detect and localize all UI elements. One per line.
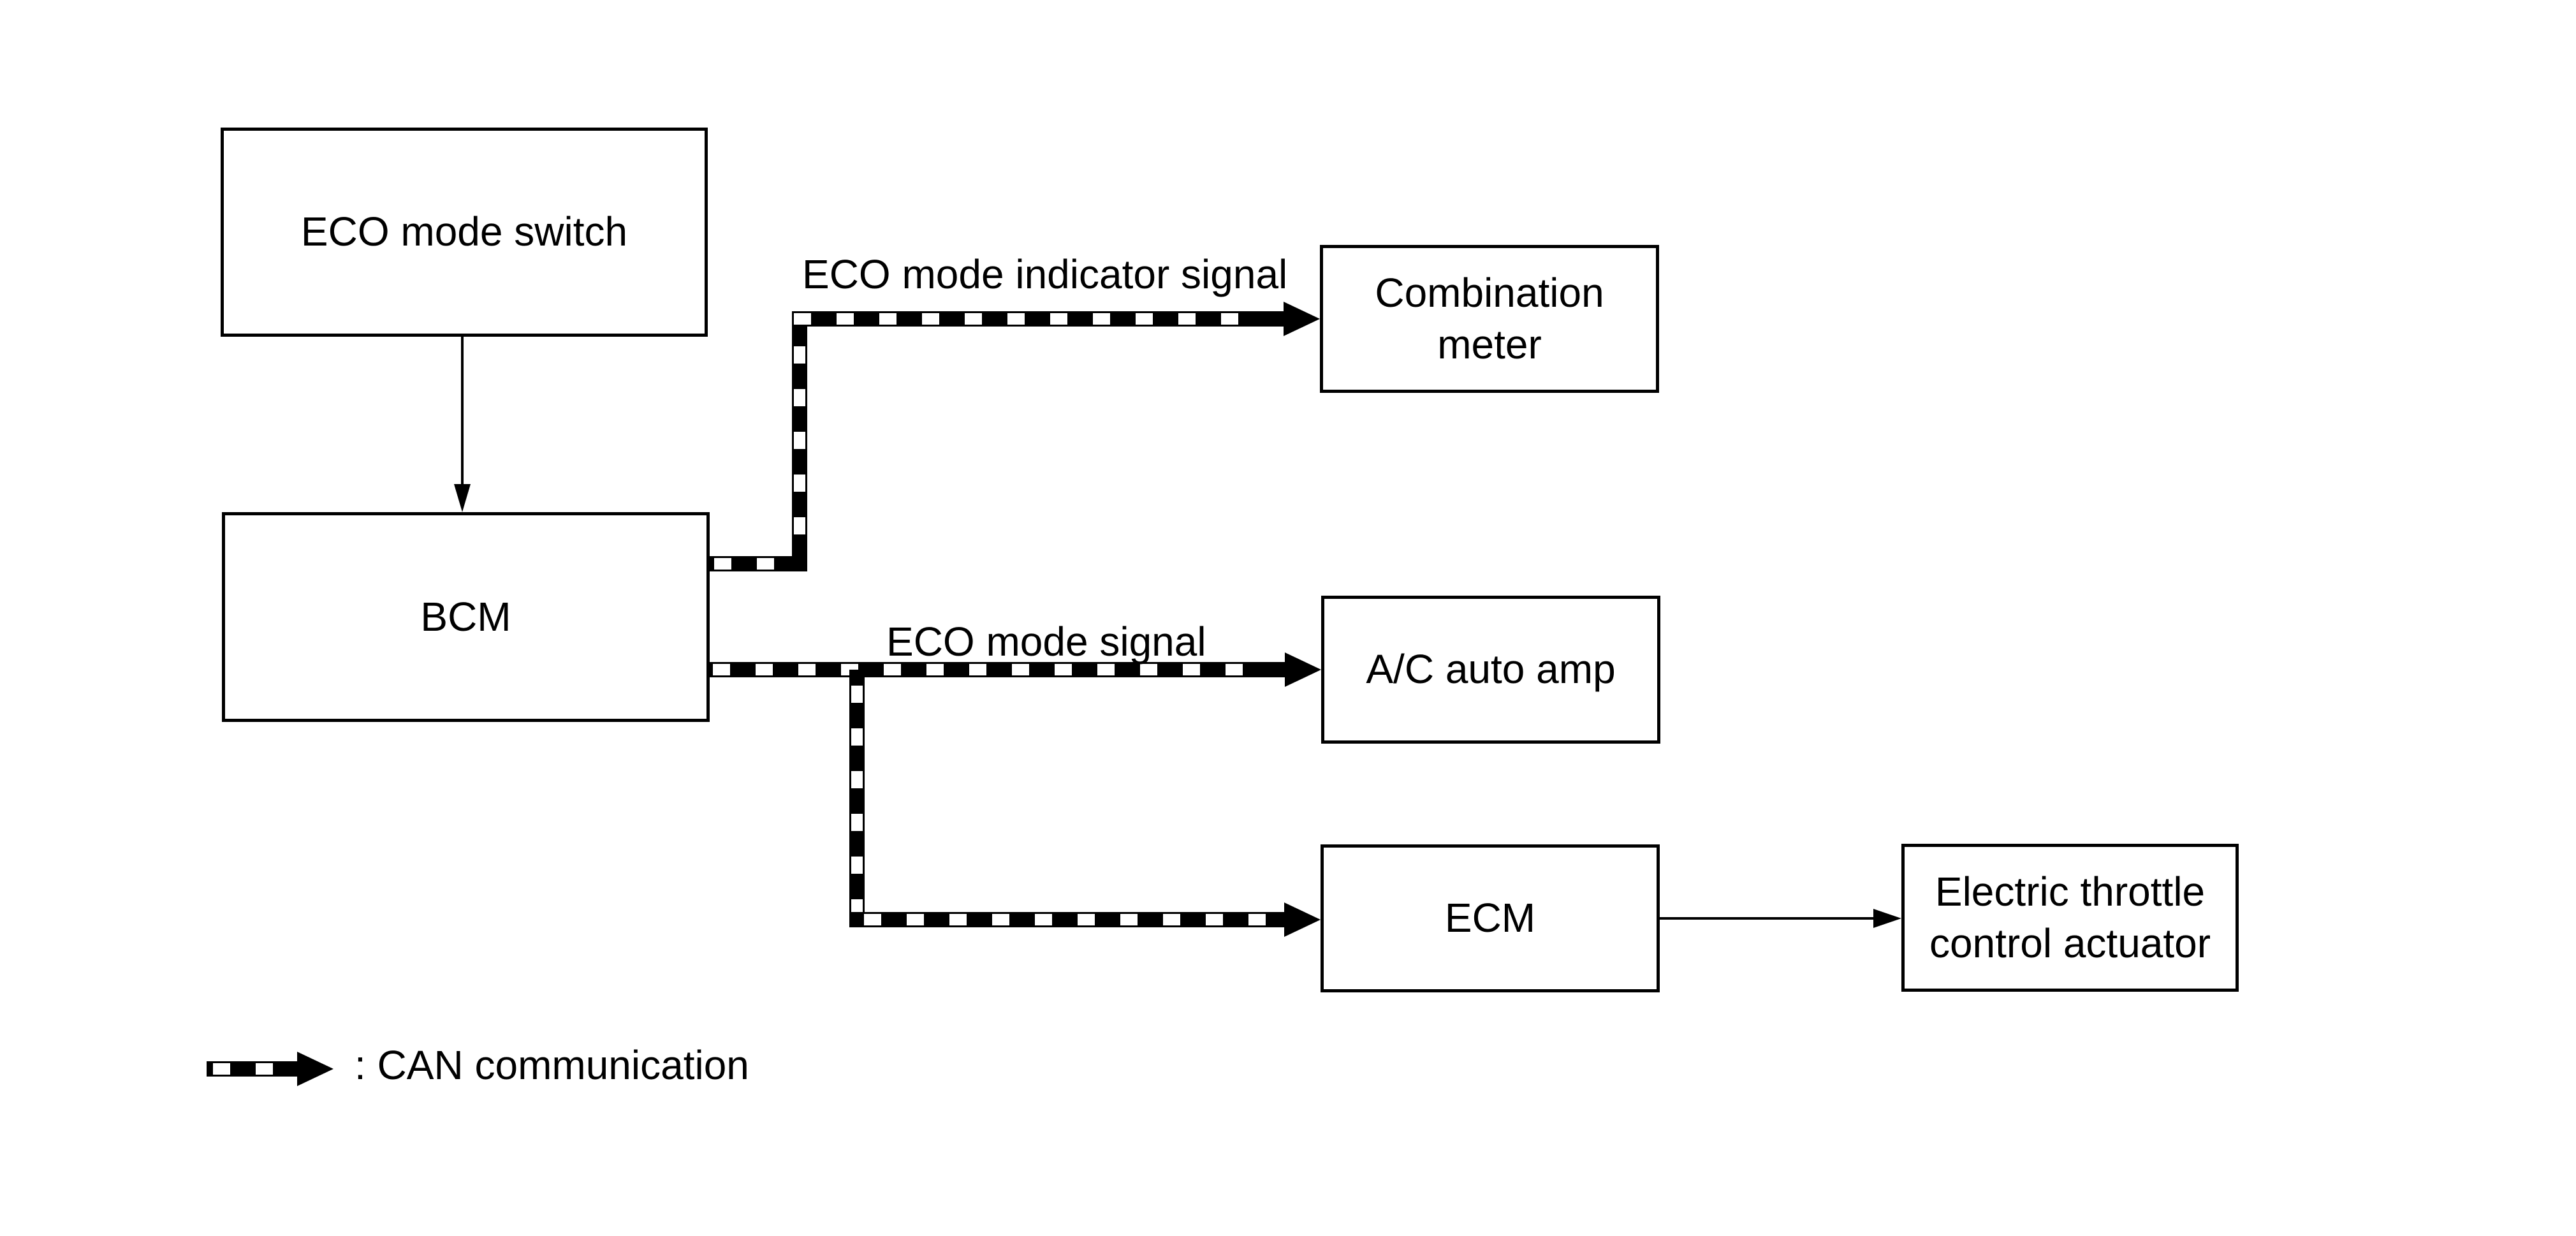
- box-combination-meter-label: Combination meter: [1375, 269, 1604, 367]
- box-electric-throttle-control-actuator-label: Electric throttle control actuator: [1929, 868, 2211, 966]
- legend-can-communication-label: : CAN communication: [355, 1042, 749, 1088]
- can-line-branch-to-ecm-vertical: [849, 670, 865, 927]
- edge-label-eco-mode-signal: ECO mode signal: [886, 619, 1206, 665]
- box-ecm: ECM: [1321, 844, 1660, 992]
- box-bcm: BCM: [222, 512, 710, 722]
- box-ecm-label: ECM: [1444, 895, 1536, 941]
- can-arrowhead-icon: [297, 1052, 333, 1086]
- box-eco-mode-switch-label: ECO mode switch: [300, 209, 628, 255]
- can-line-bcm-to-combination-meter-horizontal: [792, 311, 1284, 327]
- edge-label-eco-mode-indicator-signal: ECO mode indicator signal: [802, 251, 1288, 297]
- line-ecm-to-throttle: [1660, 917, 1877, 920]
- can-line-branch-to-ecm-horizontal: [849, 912, 1284, 927]
- box-combination-meter: Combination meter: [1320, 245, 1659, 393]
- box-bcm-label: BCM: [420, 593, 511, 640]
- can-line-bcm-to-combination-meter-vertical: [792, 311, 807, 571]
- line-switch-to-bcm: [461, 337, 464, 487]
- legend-can-sample-line: [207, 1061, 297, 1077]
- can-arrowhead-icon: [1284, 902, 1321, 937]
- box-ac-auto-amp-label: A/C auto amp: [1366, 646, 1616, 693]
- can-arrowhead-icon: [1285, 652, 1321, 687]
- box-ac-auto-amp: A/C auto amp: [1321, 596, 1660, 744]
- box-electric-throttle-control-actuator: Electric throttle control actuator: [1901, 844, 2239, 992]
- can-arrowhead-icon: [1284, 302, 1320, 336]
- arrow-down-icon: [454, 484, 471, 512]
- arrow-right-icon: [1873, 909, 1901, 928]
- can-line-bcm-to-ac-auto-amp: [708, 662, 1285, 677]
- can-line-bcm-to-combination-meter-stub: [708, 556, 807, 571]
- box-eco-mode-switch: ECO mode switch: [221, 128, 708, 337]
